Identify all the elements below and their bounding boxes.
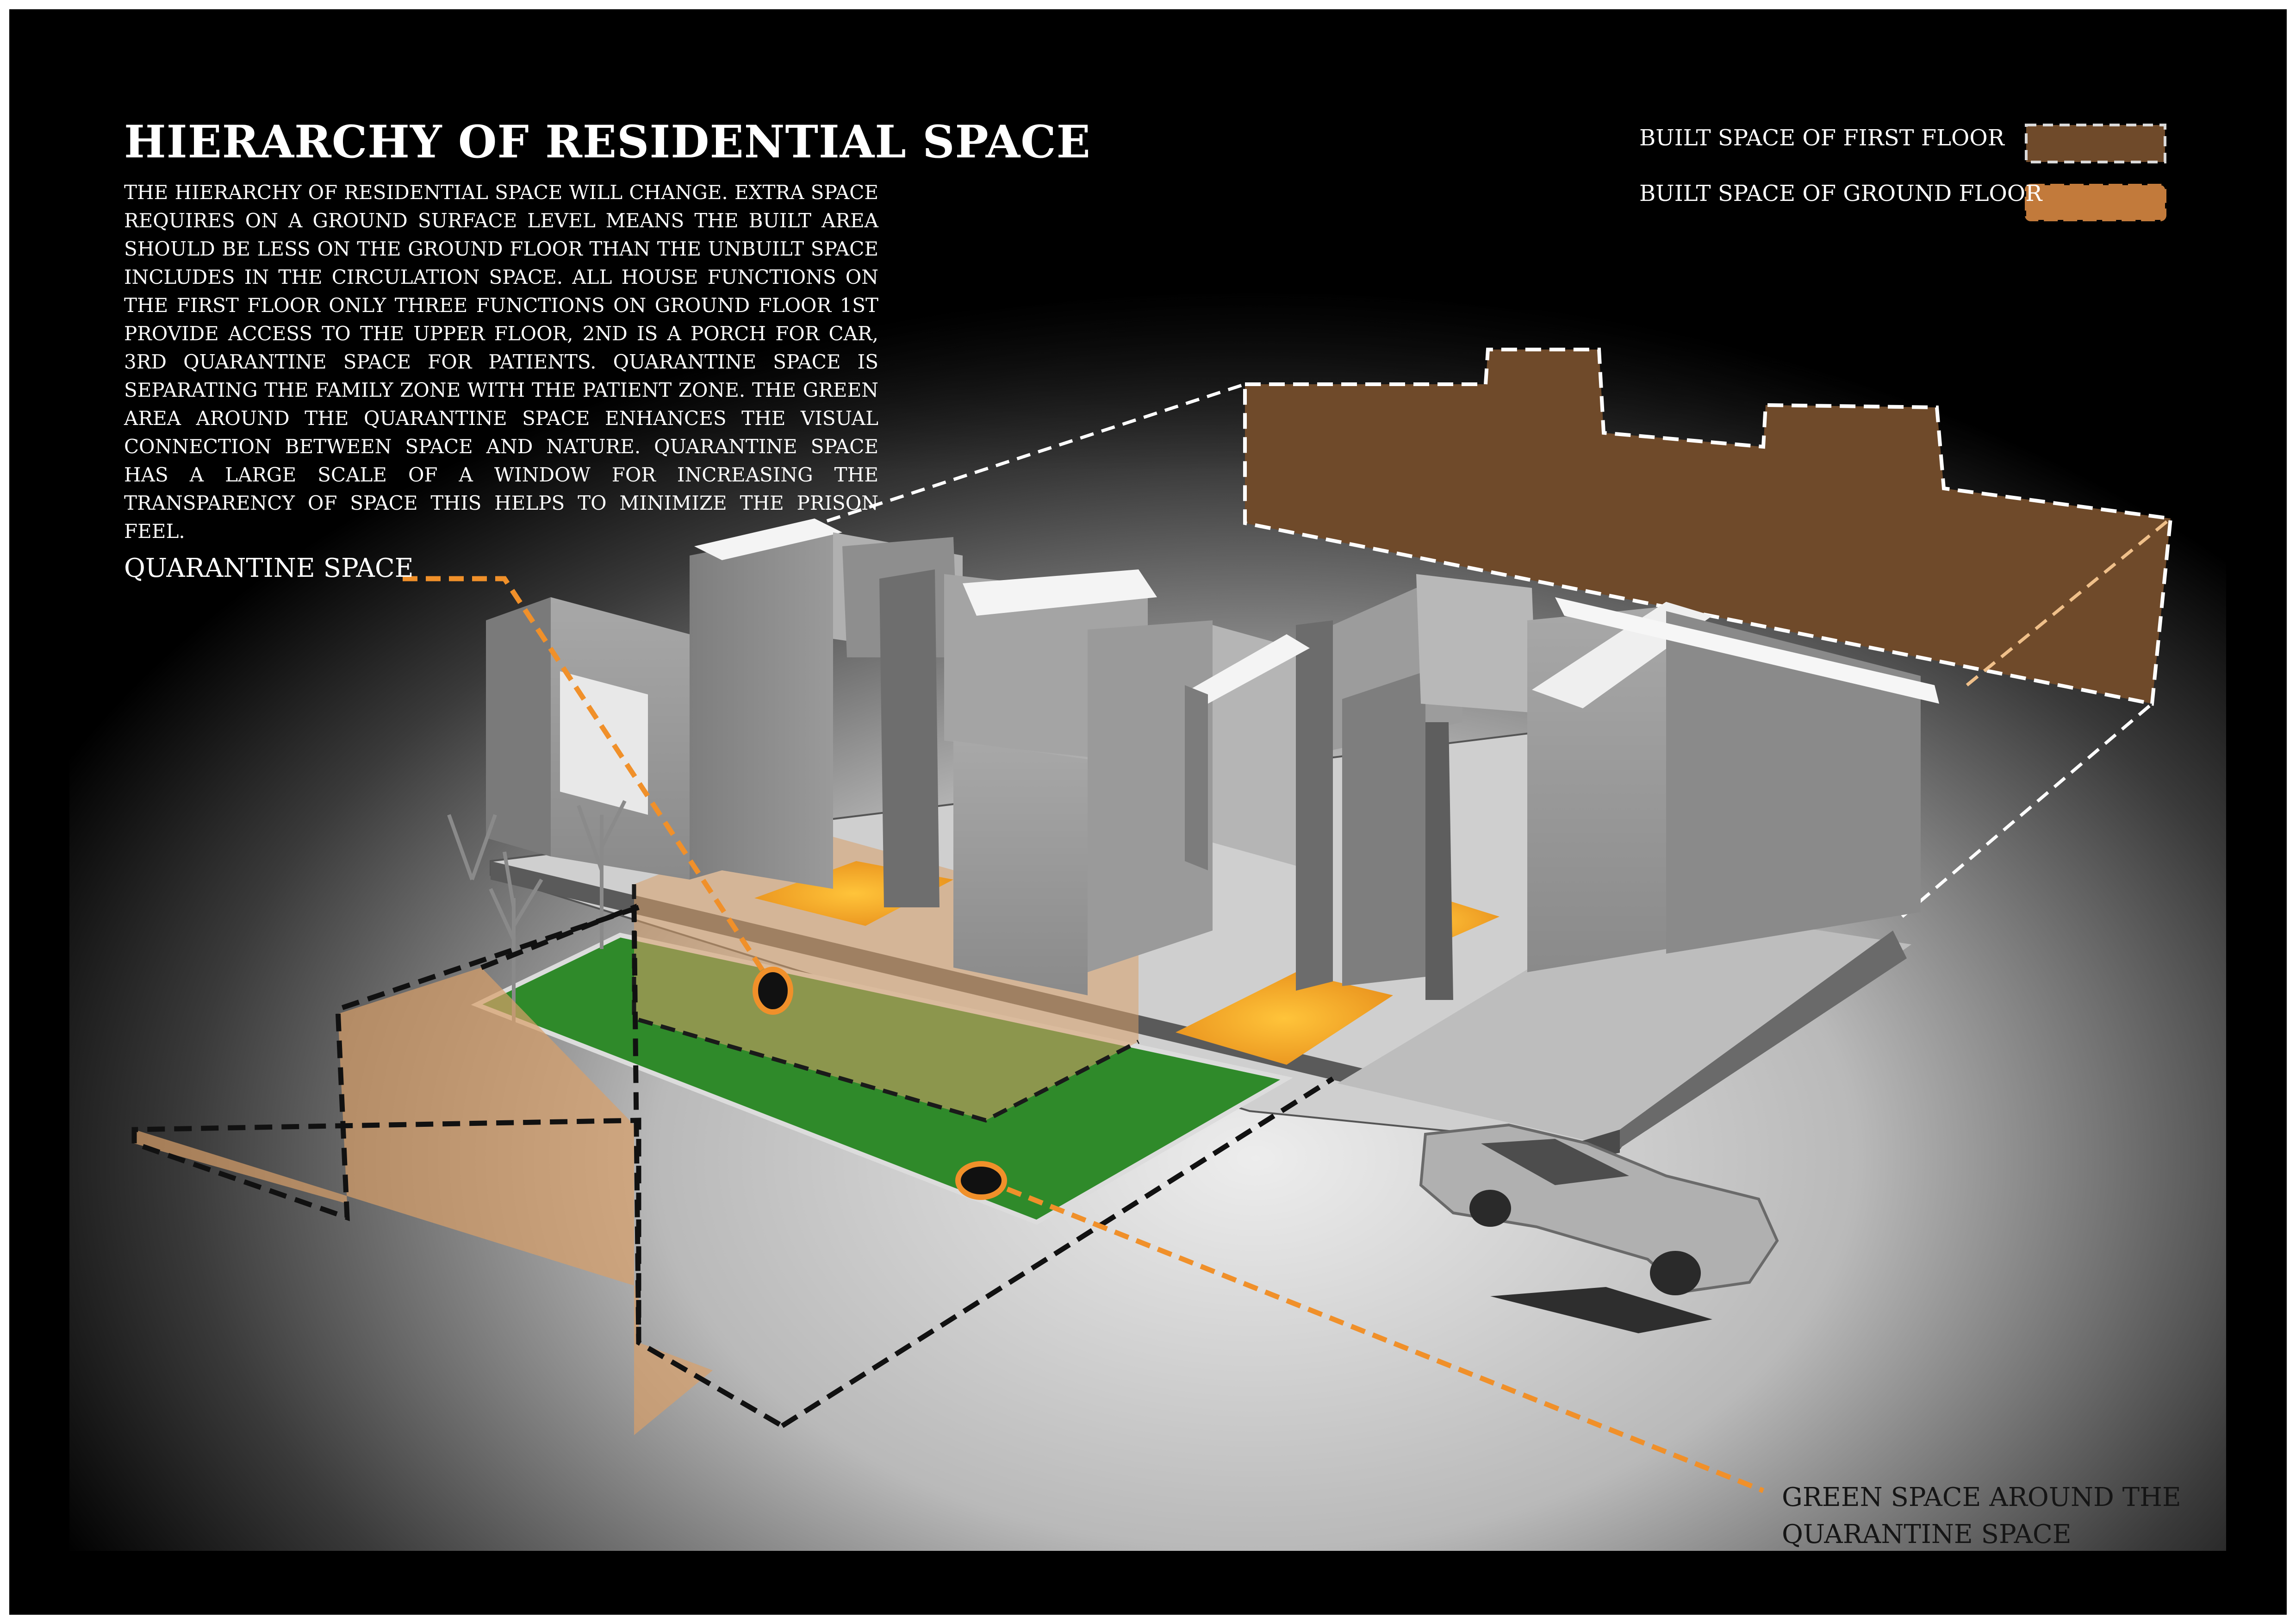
boundary-wall-outline: [131, 903, 785, 1430]
projection-line: [763, 382, 1246, 543]
ramp: [1490, 1287, 1712, 1333]
description-text: THE HIERARCHY OF RESIDENTIAL SPACE WILL …: [124, 181, 878, 543]
green-space-label-line2: QUARANTINE SPACE: [1782, 1519, 2072, 1549]
green-space-marker: [955, 1161, 1007, 1200]
legend-first-floor-label: BUILT SPACE OF FIRST FLOOR: [1639, 125, 2004, 151]
legend-first-floor-swatch: [2025, 124, 2166, 163]
car: [1419, 1123, 1779, 1295]
legend-ground-floor-swatch: [2025, 184, 2166, 221]
green-space-label: GREEN SPACE AROUND THE QUARANTINE SPACE: [1782, 1479, 2181, 1553]
boundary-front-dash: [781, 1076, 1334, 1428]
car-porch: [1338, 903, 1911, 1148]
quarantine-leader: [403, 576, 775, 988]
ground-built-strip-b: [1176, 972, 1393, 1065]
quarantine-marker: [753, 967, 793, 1015]
boundary-wall-fill: [134, 968, 713, 1435]
projection-line: [1901, 702, 2153, 918]
first-floor-footprint: [1243, 348, 2173, 706]
quarantine-space-label: QUARANTINE SPACE: [124, 553, 414, 583]
legend-ground-floor-label: BUILT SPACE OF GROUND FLOOR: [1639, 181, 2042, 206]
quarantine-outline: [632, 884, 1140, 1123]
diagram-title: HIERARCHY OF RESIDENTIAL SPACE: [124, 116, 1091, 168]
green-space-leader: [984, 1178, 1765, 1493]
trees: [447, 800, 627, 1023]
first-floor-walls: [486, 518, 1939, 1162]
green-space-label-line1: GREEN SPACE AROUND THE: [1782, 1482, 2181, 1512]
